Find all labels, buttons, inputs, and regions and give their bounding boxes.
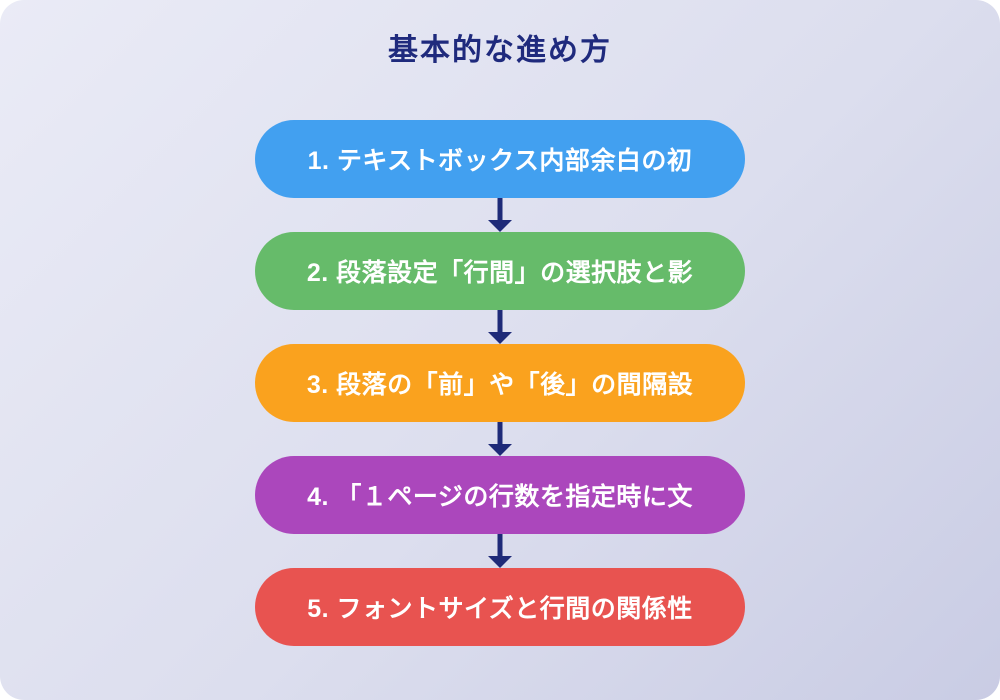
down-arrow-icon <box>488 310 512 344</box>
flow-step-2: 2. 段落設定「行間」の選択肢と影 <box>255 232 745 310</box>
flow-step-1-label: 1. テキストボックス内部余白の初 <box>307 147 693 175</box>
flowchart: 1. テキストボックス内部余白の初 2. 段落設定「行間」の選択肢と影 3. 段… <box>0 120 1000 646</box>
flow-step-3: 3. 段落の「前」や「後」の間隔設 <box>255 344 745 422</box>
page-title: 基本的な進め方 <box>388 34 612 67</box>
down-arrow-icon <box>488 422 512 456</box>
flow-step-1: 1. テキストボックス内部余白の初 <box>255 120 745 198</box>
arrow-head <box>488 556 512 568</box>
flow-step-2-label: 2. 段落設定「行間」の選択肢と影 <box>306 259 694 287</box>
flow-step-5-label: 5. フォントサイズと行間の関係性 <box>307 595 693 623</box>
arrow-head <box>488 444 512 456</box>
flow-step-4: 4. 「１ページの行数を指定時に文 <box>255 456 745 534</box>
flow-step-3-label: 3. 段落の「前」や「後」の間隔設 <box>306 371 694 399</box>
flow-step-5: 5. フォントサイズと行間の関係性 <box>255 568 745 646</box>
arrow-head <box>488 332 512 344</box>
down-arrow-icon <box>488 534 512 568</box>
flow-step-4-label: 4. 「１ページの行数を指定時に文 <box>307 483 693 511</box>
arrow-head <box>488 220 512 232</box>
down-arrow-icon <box>488 198 512 232</box>
